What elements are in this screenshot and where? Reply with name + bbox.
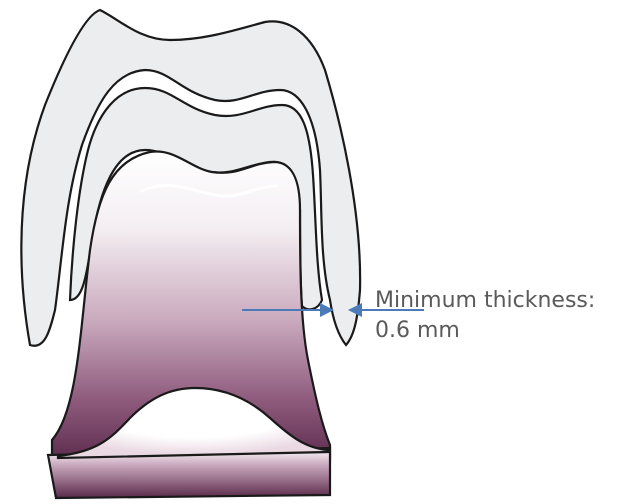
thickness-value: 0.6 mm — [375, 318, 460, 344]
thickness-label: Minimum thickness: — [375, 288, 595, 314]
